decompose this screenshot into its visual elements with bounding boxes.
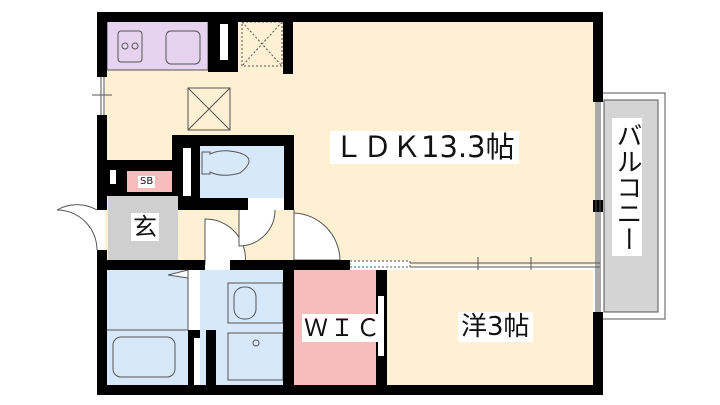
- toilet-icon: [201, 150, 250, 176]
- wic-label: ＷＩＣ: [302, 314, 384, 342]
- ldk-label: ＬＤＫ13.3帖: [330, 131, 519, 164]
- western-room-label: 洋3帖: [458, 312, 533, 342]
- stove-icon: [117, 30, 143, 63]
- bathtub-icon: [112, 336, 176, 378]
- bathroom: [107, 270, 188, 385]
- balcony-label: バルコニー: [612, 118, 642, 256]
- shoe-box-label: SB: [138, 176, 156, 188]
- entrance-label: 玄: [131, 213, 159, 241]
- sink-icon: [165, 30, 201, 65]
- ventilation-box: [187, 87, 231, 131]
- entrance-door[interactable]: [56, 204, 98, 251]
